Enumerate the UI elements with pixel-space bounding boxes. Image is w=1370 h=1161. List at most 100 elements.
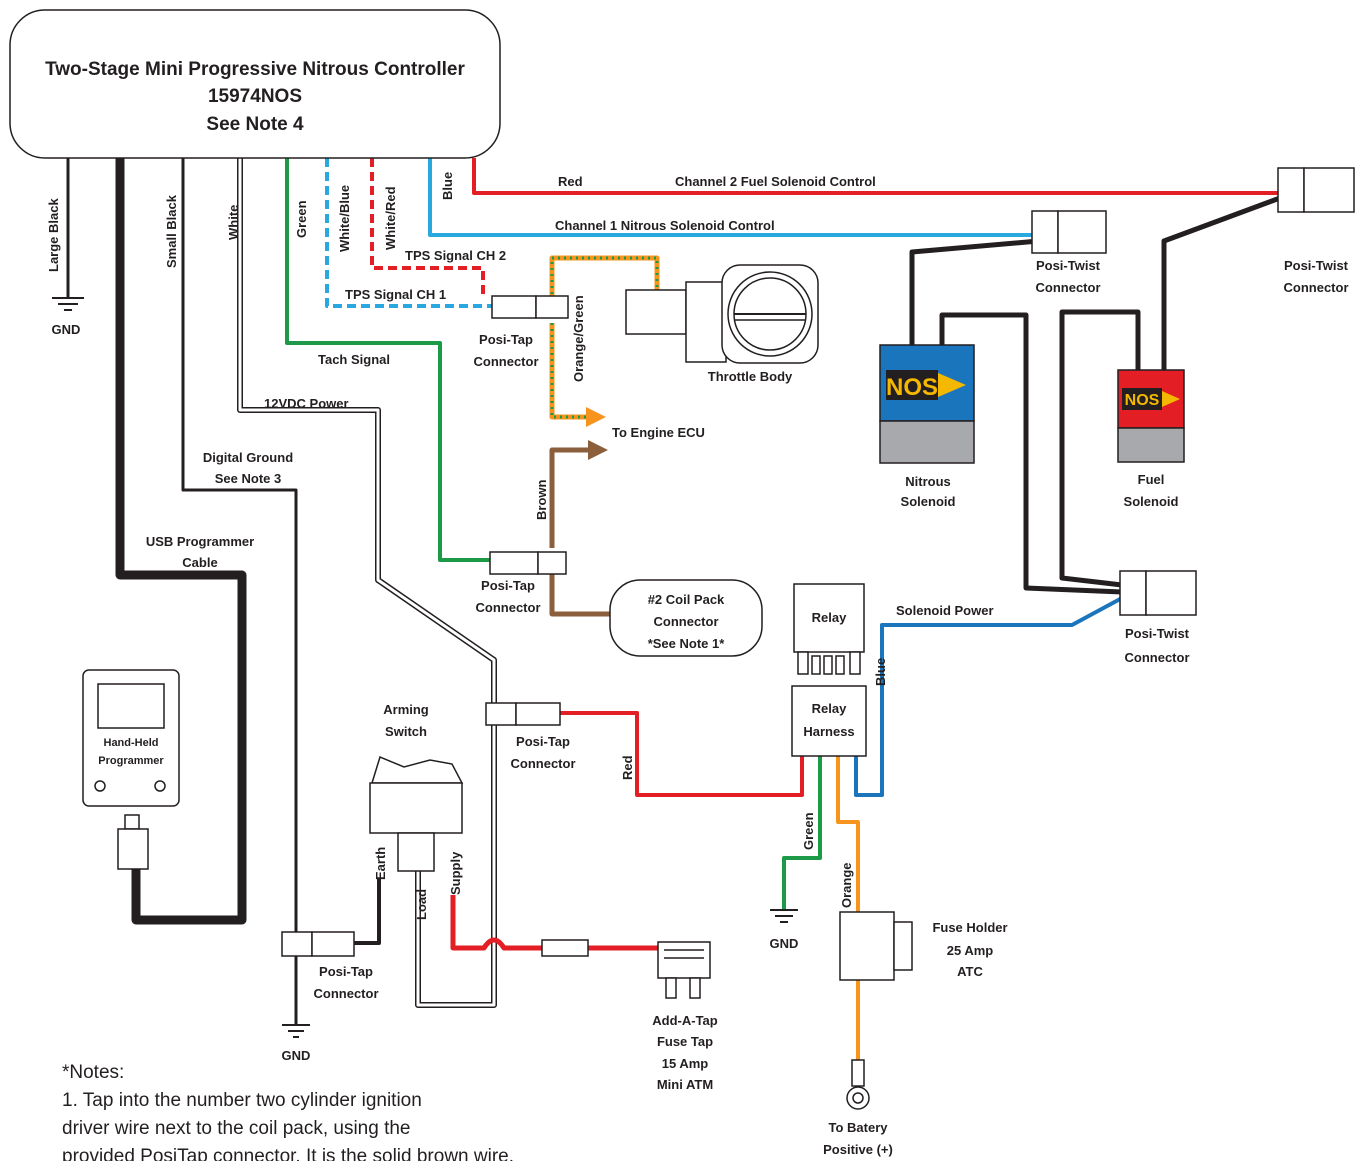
label-usb-programmer: USB Programmer	[146, 534, 254, 549]
notes-line-3: provided PosiTap connector. It is the so…	[62, 1146, 514, 1161]
wire-green-relay-gnd	[782, 755, 822, 910]
label-posi-tap-tach-1: Posi-Tap	[481, 578, 535, 593]
wire-red-relay	[560, 711, 804, 797]
label-blue: Blue	[440, 172, 455, 200]
relay-pins-icon	[797, 651, 861, 675]
label-posi-tap-ground-2: Connector	[314, 986, 379, 1001]
label-brown: Brown	[534, 480, 549, 521]
coil-pack-connector: #2 Coil Pack Connector *See Note 1*	[609, 579, 763, 657]
controller: Two-Stage Mini Progressive Nitrous Contr…	[9, 9, 501, 159]
posi-twist-power: Posi-Twist Connector	[1119, 570, 1197, 665]
label-relay-blue: Blue	[873, 658, 888, 686]
label-orange-green: Orange/Green	[571, 295, 586, 382]
label-tach-signal: Tach Signal	[318, 352, 390, 367]
label-battery-2: Positive (+)	[823, 1142, 893, 1157]
label-fuel-solenoid-2: Solenoid	[1124, 494, 1179, 509]
nos-logo-icon: NOS	[886, 370, 966, 401]
label-white-red: White/Red	[383, 186, 398, 250]
relay-harness: Relay Harness	[791, 685, 867, 757]
posi-twist-fuel: Posi-Twist Connector	[1277, 167, 1355, 295]
label-posi-twist-fuel-1: Posi-Twist	[1284, 258, 1349, 273]
label-relay-harness-1: Relay	[812, 701, 847, 716]
label-fuse-holder-2: 25 Amp	[947, 943, 994, 958]
ring-terminal-icon	[846, 1086, 870, 1110]
wire-usb-programmer-cable	[115, 158, 247, 925]
arrow-orange-ecu	[586, 407, 606, 427]
posi-tap-tps: Posi-Tap Connector	[474, 295, 569, 369]
label-posi-tap-power-1: Posi-Tap	[516, 734, 570, 749]
programmer-screen-icon	[97, 683, 165, 729]
label-relay-green: Green	[801, 812, 816, 850]
fuse-holder: Fuse Holder 25 Amp ATC	[839, 911, 1008, 981]
notes-heading: *Notes:	[62, 1062, 124, 1083]
notes: *Notes: 1. Tap into the number two cylin…	[62, 1062, 514, 1161]
label-fuse-holder-1: Fuse Holder	[932, 920, 1007, 935]
arrow-brown-ecu	[588, 440, 608, 460]
wire-orange-to-ecu-dots	[550, 323, 588, 419]
label-small-black: Small Black	[164, 194, 179, 268]
posi-twist-nitrous: Posi-Twist Connector	[1031, 210, 1107, 295]
label-coil-pack-2: Connector	[654, 614, 719, 629]
label-white: White	[226, 205, 241, 240]
label-posi-twist-nitrous-1: Posi-Twist	[1036, 258, 1101, 273]
label-channel1-nitrous: Channel 1 Nitrous Solenoid Control	[555, 218, 775, 233]
wire-black-fuel-top	[1161, 195, 1281, 370]
wire-earth	[354, 878, 381, 945]
fuse-tap-icon	[657, 941, 711, 999]
label-gnd-3: GND	[770, 936, 799, 951]
programmer-button-right-icon	[154, 780, 166, 792]
hand-held-programmer: Hand-Held Programmer	[82, 669, 180, 870]
wire-white-12vdc-power-core	[238, 158, 496, 1007]
label-posi-twist-fuel-2: Connector	[1284, 280, 1349, 295]
inline-fuse-icon	[541, 939, 589, 957]
label-coil-pack-1: #2 Coil Pack	[648, 592, 725, 607]
arming-switch: Arming Switch Earth Load Supply	[369, 702, 464, 920]
label-earth: Earth	[373, 847, 388, 880]
wire-small-black-digital-ground	[181, 158, 298, 1025]
label-battery-1: To Batery	[829, 1120, 889, 1135]
label-tps-ch2: TPS Signal CH 2	[405, 248, 506, 263]
nos-logo-text: NOS	[886, 374, 938, 401]
label-add-a-tap-2: Fuse Tap	[657, 1034, 713, 1049]
label-posi-tap-tach-2: Connector	[476, 600, 541, 615]
fuel-solenoid: NOS Fuel Solenoid	[1117, 369, 1185, 509]
label-handheld-1: Hand-Held	[104, 737, 159, 749]
label-posi-tap-tps-1: Posi-Tap	[479, 332, 533, 347]
label-handheld-2: Programmer	[98, 755, 164, 767]
wire-blue-channel1	[428, 158, 1032, 237]
wire-black-nitrous-top	[909, 237, 1051, 345]
add-a-tap: Add-A-Tap Fuse Tap 15 Amp Mini ATM	[541, 939, 718, 1092]
wire-orange-relay-fuse	[836, 755, 860, 912]
label-arming-switch-2: Switch	[385, 724, 427, 739]
label-relay-harness-2: Harness	[803, 724, 854, 739]
signal-labels: Channel 2 Fuel Solenoid Control Channel …	[146, 174, 994, 618]
wire-red-channel2	[472, 158, 1278, 195]
wire-black-nitrous-ground	[939, 312, 1123, 595]
label-large-black: Large Black	[46, 198, 61, 272]
notes-line-2: driver wire next to the coil pack, using…	[62, 1118, 411, 1139]
label-fuse-holder-3: ATC	[957, 964, 983, 979]
label-12vdc-power: 12VDC Power	[264, 396, 349, 411]
wire-white-blue-tps1	[325, 158, 492, 308]
usb-plug-icon	[117, 828, 149, 870]
label-gnd-1: GND	[52, 322, 81, 337]
ground-icon	[52, 297, 84, 311]
label-nitrous-solenoid-1: Nitrous	[905, 474, 951, 489]
label-posi-tap-ground-1: Posi-Tap	[319, 964, 373, 979]
label-supply: Supply	[448, 851, 463, 895]
wire-orange-green-tps-dots	[550, 256, 659, 318]
battery-terminal: To Batery Positive (+)	[823, 1059, 893, 1157]
label-relay: Relay	[812, 610, 847, 625]
ground-icon	[282, 1024, 310, 1038]
controller-title: Two-Stage Mini Progressive Nitrous Contr…	[45, 59, 465, 80]
label-red: Red	[558, 174, 583, 189]
ground-bottom-left: GND	[282, 1024, 310, 1063]
nitrous-solenoid: NOS Nitrous Solenoid	[879, 344, 975, 509]
wire-blue-solenoid-power	[854, 596, 1123, 797]
nos-logo-text: NOS	[1125, 392, 1160, 409]
nos-logo-icon: NOS	[1122, 388, 1180, 410]
label-add-a-tap-3: 15 Amp	[662, 1056, 709, 1071]
programmer-button-left-icon	[94, 780, 106, 792]
label-relay-orange: Orange	[839, 862, 854, 908]
